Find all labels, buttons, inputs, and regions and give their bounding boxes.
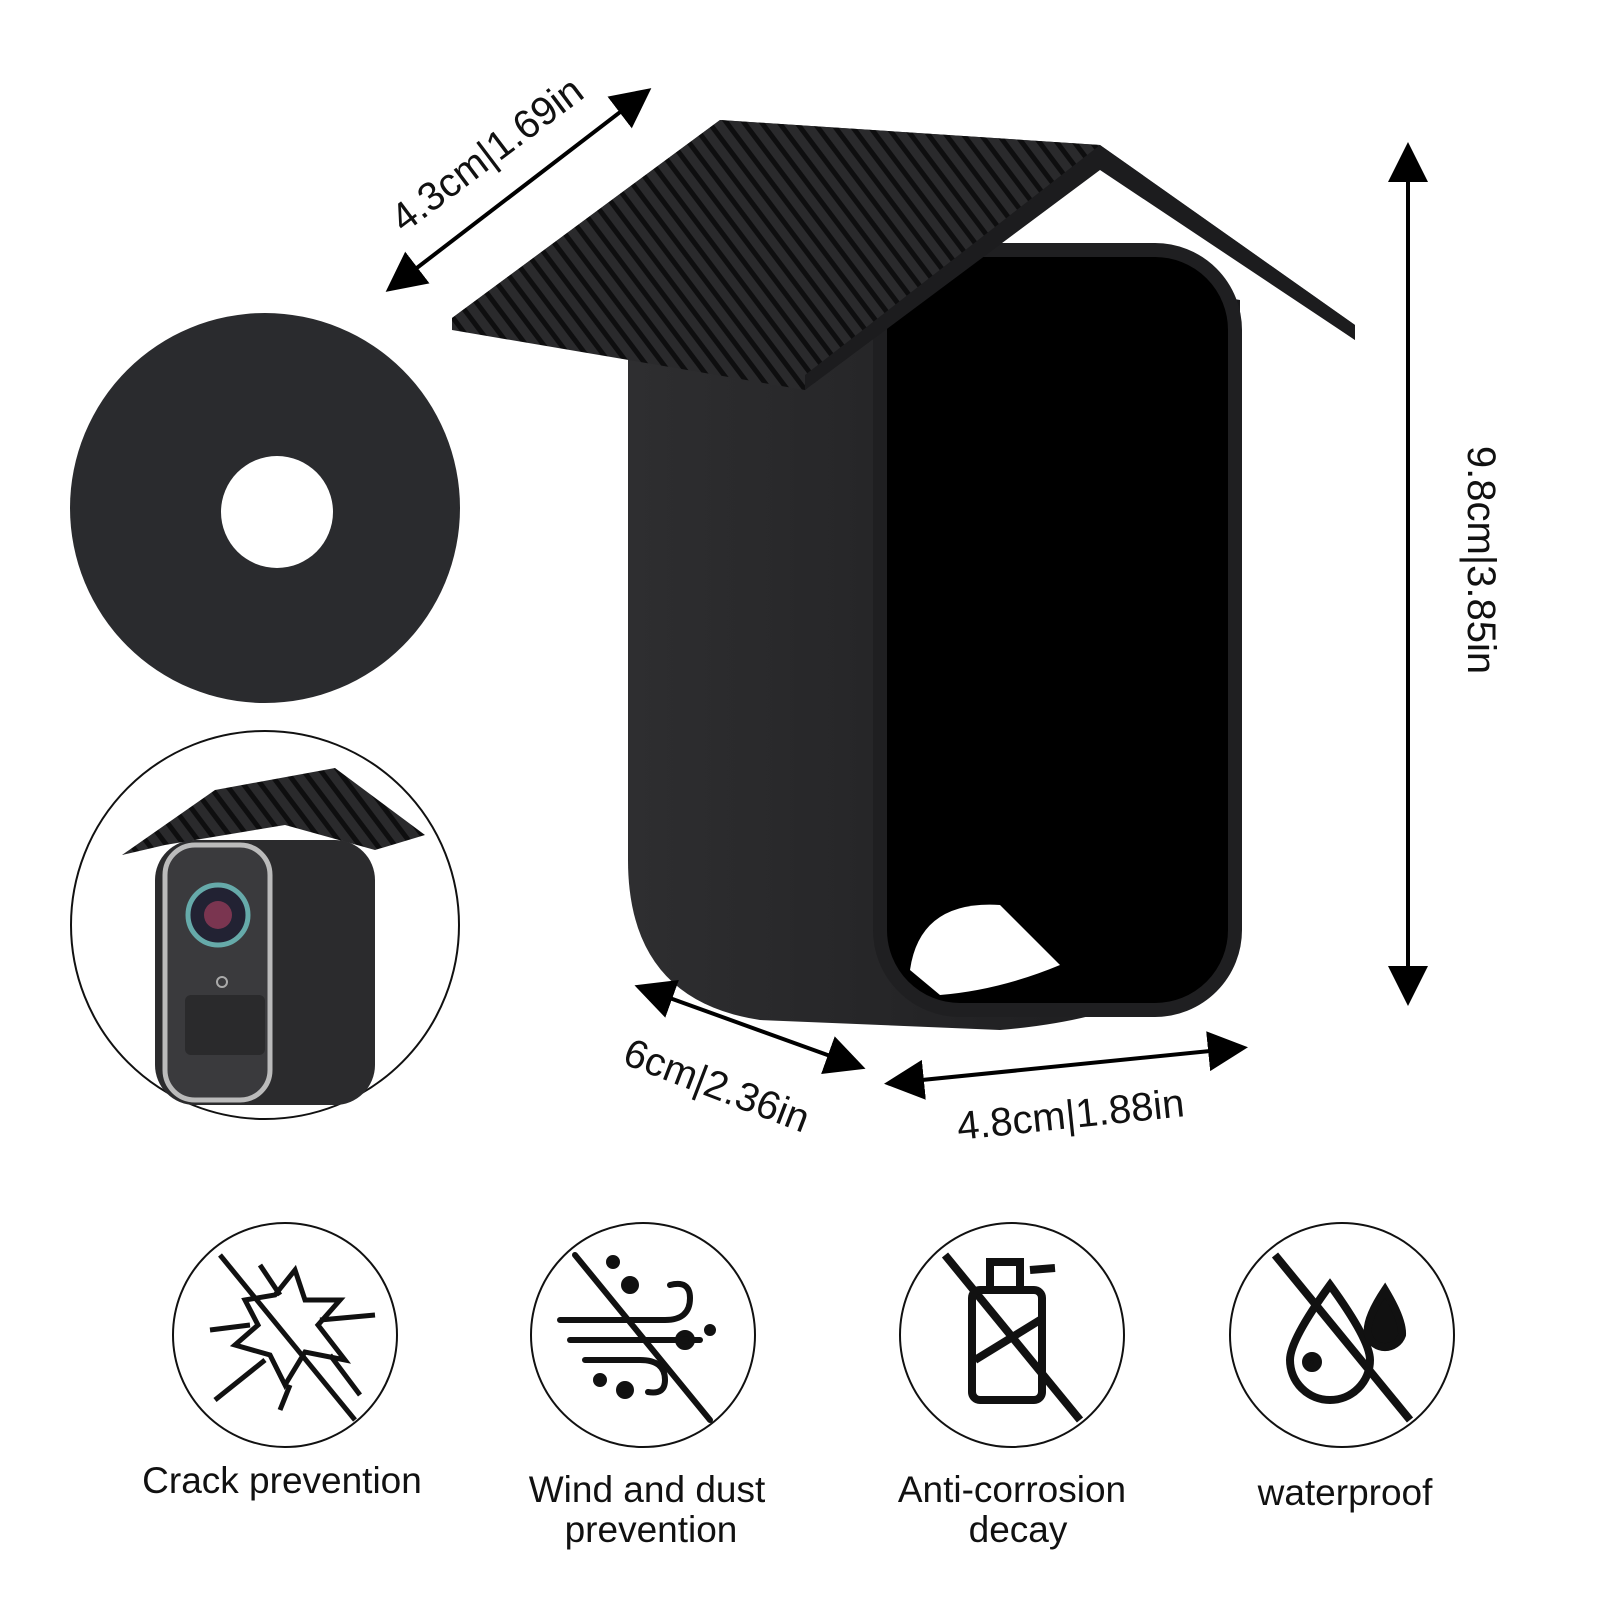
lens-cover-disc [70, 313, 460, 703]
spray-bottle-icon [899, 1222, 1125, 1448]
dimension-depth-bottom: 6cm|2.36in [618, 1030, 816, 1141]
feature-label-wind-line2: prevention [565, 1509, 738, 1550]
feature-label-wind-line1: Wind and dust [529, 1469, 766, 1510]
feature-label-corrosion-line1: Anti-corrosion [898, 1469, 1126, 1510]
water-drop-icon [1229, 1222, 1455, 1448]
dimension-arrows [385, 88, 1428, 1100]
camera-cover-main [452, 120, 1355, 1030]
dimension-width: 4.8cm|1.88in [955, 1081, 1187, 1149]
feature-label-corrosion-line2: decay [969, 1509, 1068, 1550]
dimension-height: 9.8cm|3.85in [1459, 446, 1503, 674]
feature-label-waterproof: waterproof [1257, 1472, 1434, 1513]
feature-label-crack: Crack prevention [142, 1460, 422, 1501]
installed-preview [70, 730, 460, 1120]
cracked-glass-icon [172, 1222, 398, 1448]
wind-dust-icon [530, 1222, 756, 1448]
